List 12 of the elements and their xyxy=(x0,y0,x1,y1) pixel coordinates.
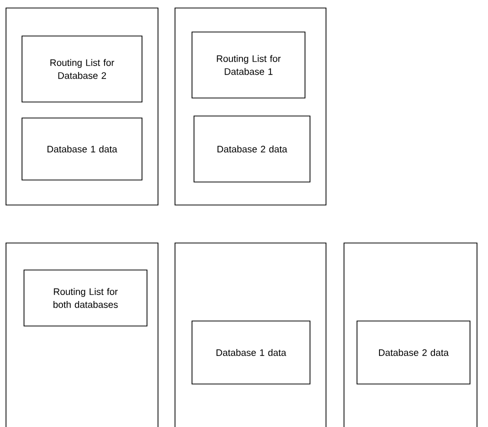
text-box: Database 1 data xyxy=(22,118,142,180)
text-box: Routing List for Database 1 xyxy=(192,32,306,98)
text-box: Database 2 data xyxy=(356,320,470,384)
panel-frame xyxy=(6,242,158,427)
text-box: Routing List for both databases xyxy=(24,270,148,326)
panel-frame xyxy=(6,8,158,206)
panel-frame xyxy=(174,242,326,427)
text-box: Database 1 data xyxy=(192,320,310,384)
panel-frame xyxy=(174,8,326,206)
text-box: Routing List for Database 2 xyxy=(22,36,142,102)
text-box: Database 2 data xyxy=(194,116,310,182)
panel-frame xyxy=(344,242,478,427)
